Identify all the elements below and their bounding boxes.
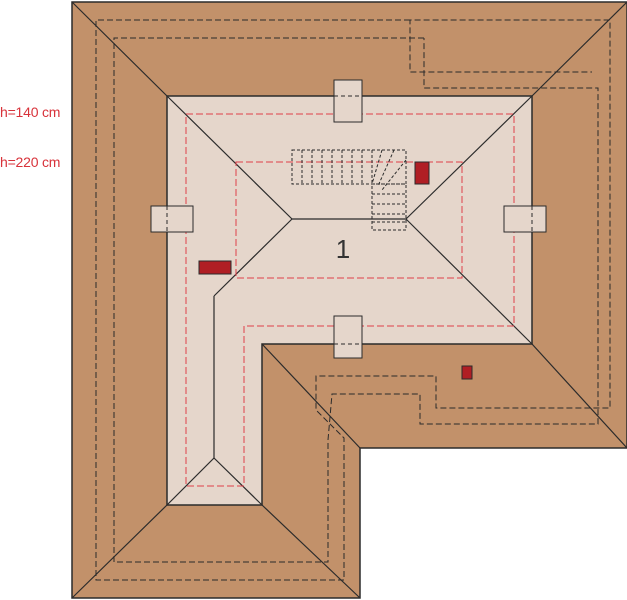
hip-line (166, 95, 293, 220)
dormer-bottom (333, 315, 363, 359)
valley-line (213, 218, 293, 297)
hip-line (531, 1, 627, 97)
chimney-a (414, 161, 430, 185)
eave-line-outer (95, 19, 611, 581)
chimneys (198, 161, 473, 380)
hip-line (71, 1, 168, 97)
staircase (291, 149, 407, 231)
stair-flight-lower (371, 183, 407, 231)
height-lines (185, 113, 515, 487)
eave-line-inner (113, 37, 599, 563)
hip-line (261, 343, 361, 449)
eave-lines (95, 19, 611, 581)
stair-flight-upper (291, 149, 407, 185)
hip-line (531, 343, 627, 449)
hip-line (261, 504, 361, 599)
dormer-top (333, 79, 363, 123)
hip-line (405, 218, 533, 345)
roof-hip-lines (71, 1, 627, 599)
hip-line (71, 504, 168, 599)
stair-steps (301, 149, 407, 223)
hip-line (213, 457, 263, 506)
hip-line (166, 457, 215, 506)
hip-line (405, 95, 533, 220)
room-number-1: 1 (336, 234, 350, 264)
dormer-left (150, 205, 194, 233)
dormers (150, 79, 547, 359)
height-220-label: h=220 cm (0, 154, 61, 170)
dormer-right (503, 205, 547, 233)
height-140-line (185, 113, 515, 487)
chimney-c (461, 365, 473, 380)
height-140-label: h=140 cm (0, 104, 61, 120)
chimney-b (198, 260, 232, 275)
height-220-line (235, 161, 463, 279)
